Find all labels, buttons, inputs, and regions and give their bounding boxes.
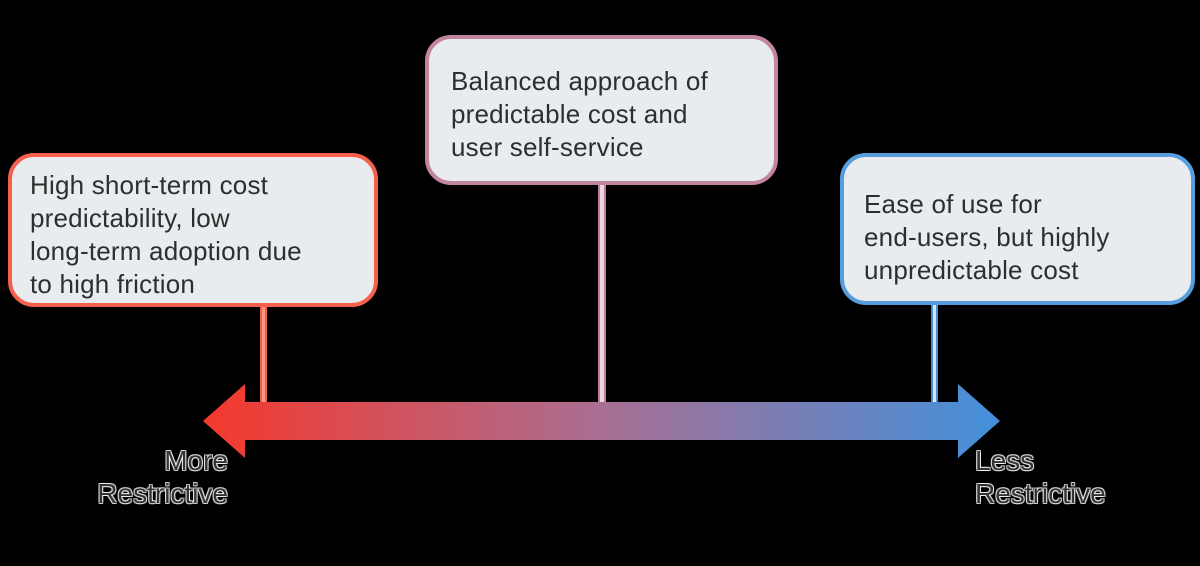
connector-line-balanced [598,183,606,405]
connector-line-less-restrictive [931,303,938,405]
axis-label-less-restrictive: Less Restrictive [975,445,1106,509]
connector-line-more-restrictive [260,305,267,405]
box-less-restrictive-text: Ease of use for end-users, but highly un… [864,189,1110,285]
box-less-restrictive: Ease of use for end-users, but highly un… [840,153,1195,305]
box-balanced: Balanced approach of predictable cost an… [425,35,778,185]
box-balanced-text: Balanced approach of predictable cost an… [451,66,708,162]
axis-label-more-restrictive: More Restrictive [97,445,228,509]
box-more-restrictive-text: High short-term cost predictability, low… [30,170,302,299]
box-more-restrictive: High short-term cost predictability, low… [8,153,378,307]
